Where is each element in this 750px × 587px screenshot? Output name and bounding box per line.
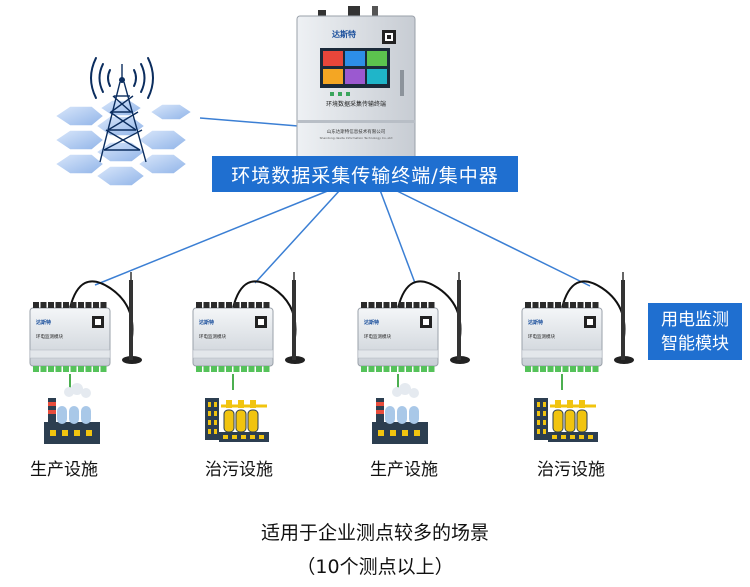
module-label-line2: 智能模块 (661, 333, 729, 354)
treatment-plant-icon (534, 398, 598, 442)
antenna-icon (614, 272, 634, 364)
scene-label-2: 治污设施 (205, 460, 273, 480)
network-links (94, 117, 591, 287)
antenna-icon (450, 272, 470, 364)
link-module-3 (379, 189, 416, 284)
link-module-4 (394, 189, 591, 287)
scene-label-1: 生产设施 (30, 460, 98, 480)
terminal-brand: 达斯特 (332, 29, 356, 39)
terminal-label-text: 环境数据采集传输终端/集中器 (231, 164, 499, 187)
antenna-icon (285, 272, 305, 364)
scene-label-3: 生产设施 (370, 460, 438, 480)
treatment-plant-icon (205, 398, 269, 442)
terminal-panel-text: 环境数据采集传输终端 (326, 100, 386, 108)
module-title: 环电监测模块 (199, 333, 226, 340)
factory-icon (44, 383, 100, 444)
cell-tower-icon (53, 57, 194, 187)
scene-label-4: 治污设施 (537, 460, 605, 480)
link-module-2 (254, 189, 341, 284)
terminal-label: 环境数据采集传输终端/集中器 (212, 156, 518, 192)
module-label-line1: 用电监测 (661, 309, 729, 330)
factory-icon (372, 383, 428, 444)
module-brand: 达斯特 (199, 319, 214, 326)
module-title: 环电监测模块 (528, 333, 555, 340)
link-module-1 (94, 189, 331, 286)
caption-line1: 适用于企业测点较多的场景 (260, 522, 489, 544)
module-brand: 达斯特 (364, 319, 379, 326)
module-title: 环电监测模块 (364, 333, 391, 340)
caption-line2: （10个测点以上） (296, 556, 454, 578)
terminal-company-en: Shandong dasite Information Technology C… (320, 136, 393, 140)
link-tower (199, 117, 299, 127)
data-terminal-icon (296, 6, 416, 162)
terminal-company: 山东达斯特信息技术有限公司 (327, 128, 386, 135)
module-title: 环电监测模块 (36, 333, 63, 340)
antenna-icon (122, 272, 142, 364)
module-brand: 达斯特 (36, 319, 51, 326)
module-label: 用电监测 智能模块 (648, 303, 742, 360)
module-brand: 达斯特 (528, 319, 543, 326)
